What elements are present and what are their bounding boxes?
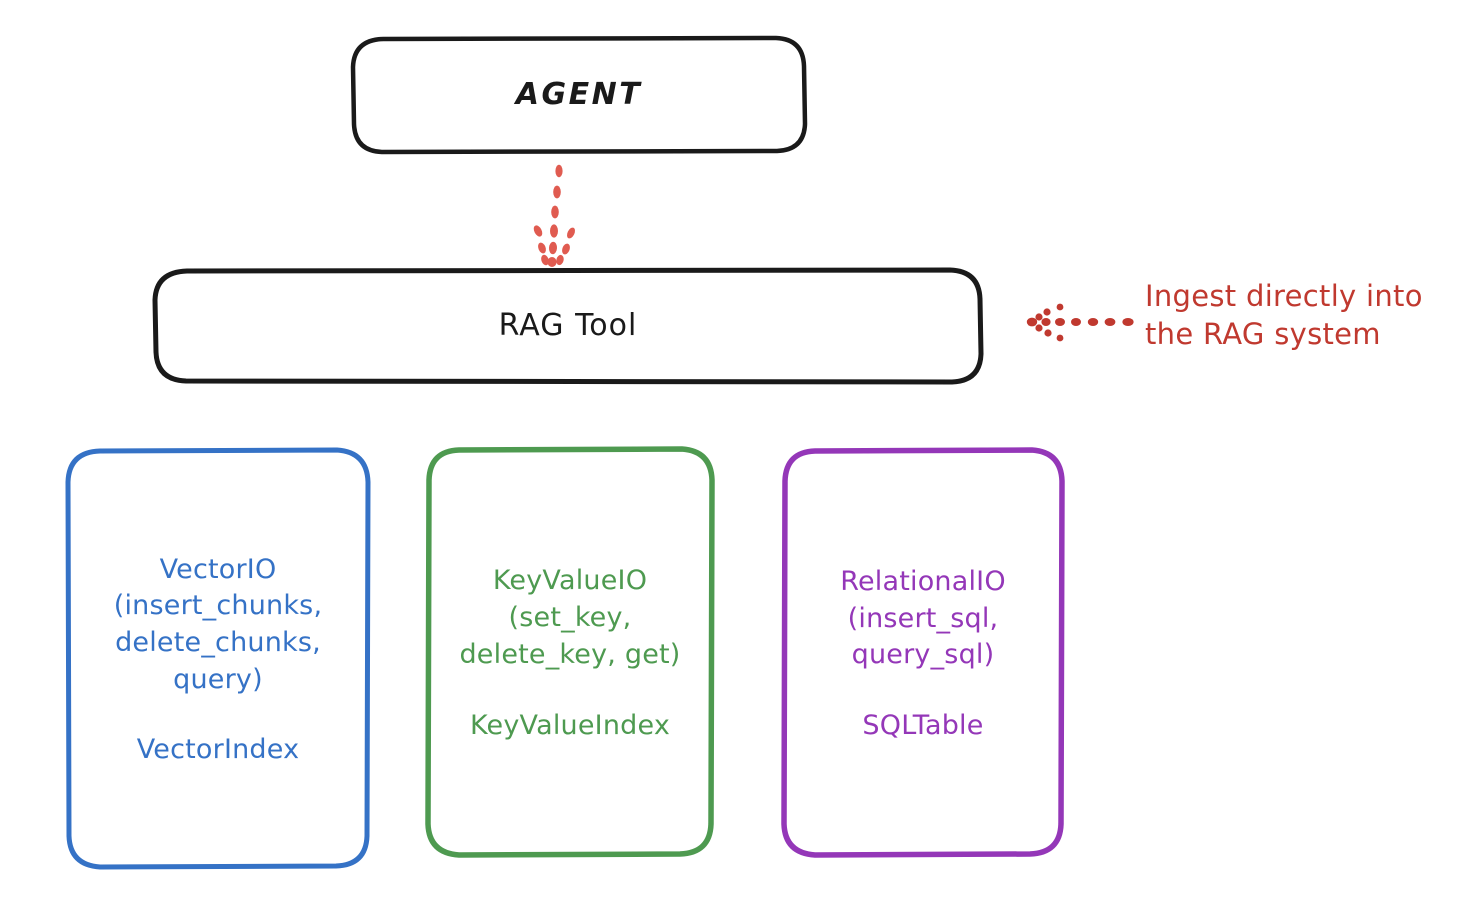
node-relational-io[interactable]: RelationalIO (insert_sql, query_sql) SQL…	[784, 450, 1062, 855]
node-vector-io-label: VectorIO (insert_chunks, delete_chunks, …	[113, 553, 323, 695]
annotation-ingest-directly: Ingest directly into the RAG system	[1145, 279, 1423, 351]
ingest-to-rag-tool-connector	[1026, 303, 1134, 342]
node-key-value-io[interactable]: KeyValueIO (set_key, delete_key, get) Ke…	[428, 449, 712, 855]
node-relational-io-table-label: SQLTable	[862, 710, 984, 742]
relational-io-box-outline[interactable]	[781, 447, 1065, 858]
agent-box-outline[interactable]	[350, 35, 808, 155]
key-value-io-box-outline[interactable]	[425, 446, 715, 858]
node-agent[interactable]: AGENT	[353, 38, 805, 152]
node-agent-label: AGENT	[515, 77, 643, 113]
node-vector-io[interactable]: VectorIO (insert_chunks, delete_chunks, …	[68, 450, 368, 867]
node-rag-tool-label: RAG Tool	[498, 308, 638, 344]
vector-io-box-outline[interactable]	[65, 447, 371, 870]
node-vector-io-index-label: VectorIndex	[136, 734, 300, 766]
rag-tool-box-outline[interactable]	[152, 267, 984, 385]
agent-to-rag-tool-connector	[533, 164, 575, 267]
node-key-value-io-label: KeyValueIO (set_key, delete_key, get)	[459, 565, 681, 670]
node-key-value-io-index-label: KeyValueIndex	[469, 709, 671, 741]
node-relational-io-label: RelationalIO (insert_sql, query_sql)	[840, 565, 1006, 671]
node-rag-tool[interactable]: RAG Tool	[155, 270, 981, 382]
